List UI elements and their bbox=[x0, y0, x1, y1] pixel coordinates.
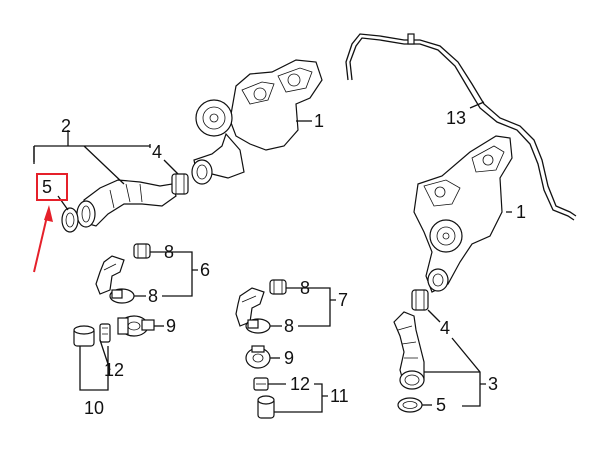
callout-6: 6 bbox=[200, 260, 210, 280]
part-11-connector-pipe[interactable] bbox=[257, 395, 275, 419]
part-12-gasket-middle[interactable] bbox=[253, 377, 269, 391]
part-8-clamp-d[interactable] bbox=[245, 318, 271, 334]
callout-labels: 1 1 13 2 4 5 8 6 8 9 12 10 8 7 8 9 12 11… bbox=[42, 108, 526, 418]
callout-13: 13 bbox=[446, 108, 466, 128]
part-8-clamp-a[interactable] bbox=[133, 243, 151, 259]
callout-11: 11 bbox=[330, 386, 349, 406]
part-3-hose-assembly[interactable] bbox=[393, 311, 425, 390]
leader-lines bbox=[33, 101, 512, 413]
callout-5-upper: 5 bbox=[42, 177, 52, 197]
highlight-arrow-head bbox=[44, 205, 53, 222]
callout-12-left: 12 bbox=[104, 360, 124, 380]
callout-5-lower: 5 bbox=[436, 395, 446, 415]
callout-8-a: 8 bbox=[164, 242, 174, 262]
callout-9-left: 9 bbox=[166, 316, 176, 336]
part-12-gasket-left[interactable] bbox=[99, 323, 111, 343]
callout-7: 7 bbox=[338, 290, 348, 310]
part-8-clamp-c[interactable] bbox=[269, 279, 287, 295]
part-5-seal-lower[interactable] bbox=[397, 397, 423, 413]
callout-8-b: 8 bbox=[148, 286, 158, 306]
part-8-clamp-b[interactable] bbox=[109, 288, 135, 304]
part-10-connector-pipe[interactable] bbox=[73, 325, 95, 347]
callout-2: 2 bbox=[61, 116, 71, 136]
highlight-box bbox=[36, 173, 68, 201]
part-9-valve-middle[interactable] bbox=[245, 345, 271, 369]
tube-clip bbox=[407, 33, 415, 45]
callout-9-middle: 9 bbox=[284, 348, 294, 368]
callout-10: 10 bbox=[84, 398, 104, 418]
part-2-hose-assembly[interactable] bbox=[76, 179, 177, 228]
part-4-clamp-upper[interactable] bbox=[171, 173, 189, 195]
part-4-clamp-lower[interactable] bbox=[411, 289, 429, 311]
callout-4-lower: 4 bbox=[440, 318, 450, 338]
part-7-hose[interactable] bbox=[235, 287, 265, 327]
highlight-arrow bbox=[33, 211, 49, 273]
highlight-marker bbox=[33, 173, 68, 273]
callout-4-upper: 4 bbox=[152, 142, 162, 162]
callout-8-c: 8 bbox=[300, 278, 310, 298]
part-1-turbocharger-upper[interactable] bbox=[191, 59, 323, 185]
callout-12-middle: 12 bbox=[290, 374, 310, 394]
part-9-valve-left[interactable] bbox=[117, 315, 155, 337]
callout-8-d: 8 bbox=[284, 316, 294, 336]
part-5-seal-upper[interactable] bbox=[61, 207, 79, 233]
part-1-turbocharger-lower[interactable] bbox=[413, 135, 513, 293]
part-13-tube[interactable] bbox=[345, 33, 577, 221]
part-6-hose[interactable] bbox=[95, 255, 125, 295]
callout-1-lower: 1 bbox=[516, 202, 526, 222]
callout-3: 3 bbox=[488, 374, 498, 394]
callout-1-upper: 1 bbox=[314, 111, 324, 131]
